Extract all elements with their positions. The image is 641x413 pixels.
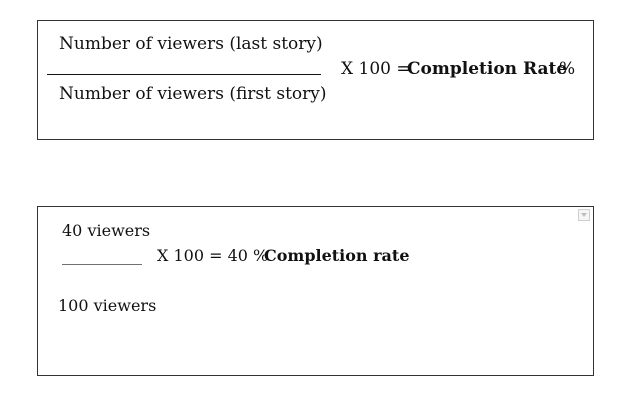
example-multiplier: X 100 = 40 % (157, 246, 269, 265)
formula-denominator: Number of viewers (first story) (59, 84, 327, 104)
example-denominator: 100 viewers (58, 296, 157, 315)
formula-fraction-line (47, 74, 321, 75)
formula-multiplier: X 100 = (341, 59, 411, 79)
formula-percent-sign: % (559, 59, 576, 79)
formula-result-label: Completion Rate (407, 59, 568, 79)
example-result-label: Completion rate (264, 246, 410, 265)
formula-box (37, 20, 594, 140)
example-box (37, 206, 594, 376)
formula-numerator: Number of viewers (last story) (59, 34, 323, 54)
chevron-down-icon[interactable] (578, 209, 590, 221)
example-fraction-line: __________ (62, 246, 142, 265)
example-numerator: 40 viewers (62, 221, 151, 240)
